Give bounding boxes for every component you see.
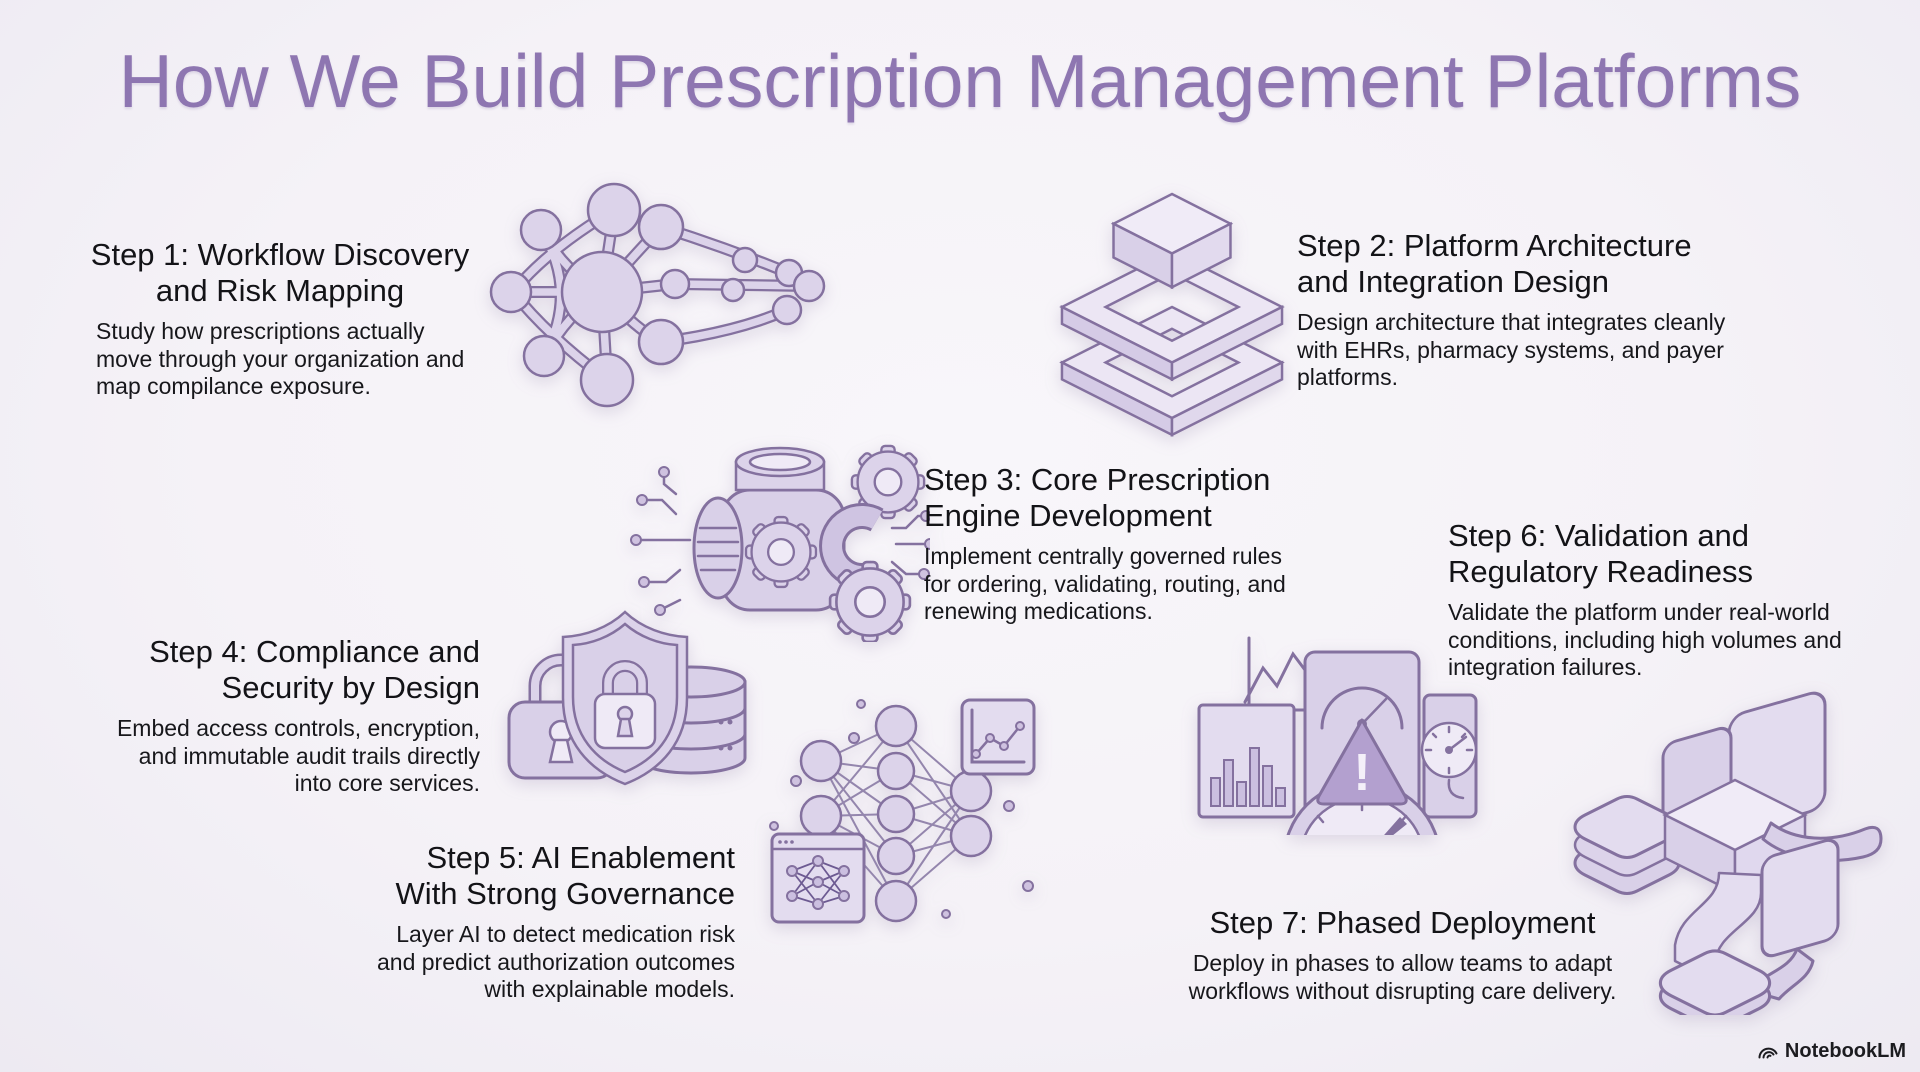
step-1-body: Study how prescriptions actually move th… [96, 317, 465, 400]
step-3-heading: Step 3: Core Prescription Engine Develop… [924, 462, 1271, 533]
phased-deployment-icon [1565, 665, 1895, 1015]
step-3-text: Step 3: Core Prescription Engine Develop… [924, 462, 1359, 626]
step-4-body: Embed access controls, encryption, and i… [116, 714, 480, 797]
step-5-text: Step 5: AI Enablement With Strong Govern… [345, 840, 735, 1004]
step-2-heading: Step 2: Platform Architecture and Integr… [1297, 228, 1692, 299]
step-1-text: Step 1: Workflow Discovery and Risk Mapp… [70, 237, 490, 401]
page-title: How We Build Prescription Management Pla… [118, 39, 1802, 123]
security-shield-icon [495, 590, 755, 790]
prescription-engine-icon [630, 432, 930, 642]
ai-network-icon [766, 686, 1036, 926]
step-7-body: Deploy in phases to allow teams to adapt… [1188, 949, 1617, 1004]
step-7-text: Step 7: Phased Deployment Deploy in phas… [1150, 905, 1655, 1005]
step-4-heading: Step 4: Compliance and Security by Desig… [149, 634, 480, 705]
step-6-body: Validate the platform under real-world c… [1448, 598, 1842, 681]
step-2-body: Design architecture that integrates clea… [1297, 308, 1726, 391]
svg-text:!: ! [1353, 744, 1370, 802]
step-5-heading: Step 5: AI Enablement With Strong Govern… [395, 840, 735, 911]
notebooklm-logo-icon [1758, 1047, 1778, 1058]
step-3-body: Implement centrally governed rules for o… [924, 542, 1286, 625]
workflow-network-icon [478, 180, 846, 425]
platform-layers-icon [1058, 176, 1286, 439]
step-6-heading: Step 6: Validation and Regulatory Readin… [1448, 518, 1754, 589]
step-5-body: Layer AI to detect medication risk and p… [377, 920, 735, 1003]
validation-gauges-icon: ! [1186, 610, 1478, 835]
notebooklm-label: NotebookLM [1784, 1040, 1906, 1062]
step-4-text: Step 4: Compliance and Security by Desig… [95, 634, 480, 798]
step-2-text: Step 2: Platform Architecture and Integr… [1297, 228, 1772, 392]
step-6-text: Step 6: Validation and Regulatory Readin… [1448, 518, 1883, 682]
notebooklm-watermark: NotebookLM [1757, 1040, 1906, 1063]
step-1-heading: Step 1: Workflow Discovery and Risk Mapp… [90, 237, 470, 308]
step-7-heading: Step 7: Phased Deployment [1209, 905, 1596, 940]
